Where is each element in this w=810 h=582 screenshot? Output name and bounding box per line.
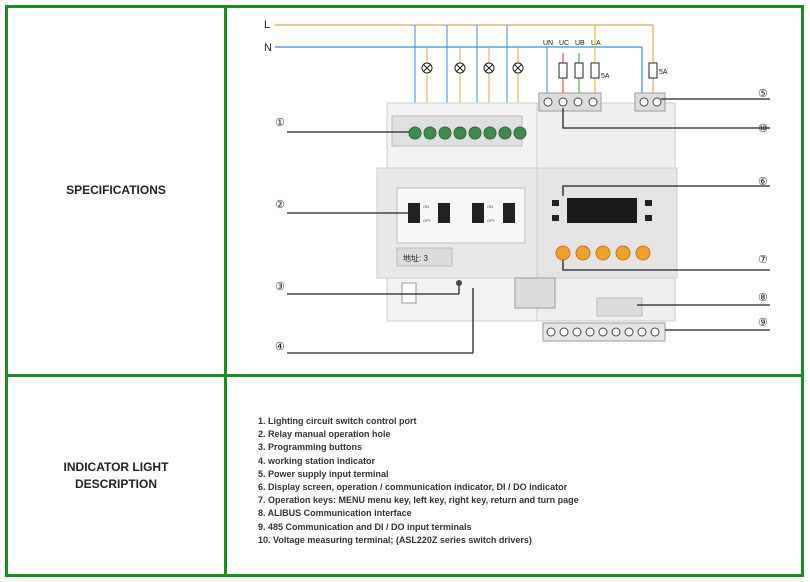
callout-8: ⑧ bbox=[758, 292, 768, 304]
fuse-icon bbox=[574, 62, 584, 79]
menu-key bbox=[555, 245, 571, 261]
callout-7: ⑦ bbox=[758, 254, 768, 266]
fuse-icon bbox=[558, 62, 568, 79]
terminal-label-ub: UB bbox=[575, 40, 585, 47]
list-item: 2. Relay manual operation hole bbox=[258, 429, 391, 440]
callout-6: ⑥ bbox=[758, 176, 768, 188]
control-port-terminals bbox=[408, 126, 527, 140]
svg-text:ON: ON bbox=[423, 204, 429, 209]
return-key bbox=[615, 245, 631, 261]
spec-table: SPECIFICATIONS INDICATOR LIGHT DESCRIPTI… bbox=[5, 5, 804, 577]
indicator-run bbox=[552, 200, 559, 206]
list-item: 3. Programming buttons bbox=[258, 442, 363, 453]
list-item: 6. Display screen, operation / communica… bbox=[258, 482, 568, 493]
list-item: 4. working station indicator bbox=[258, 455, 376, 466]
fuse-label-2: 5A bbox=[659, 69, 668, 76]
programming-button bbox=[401, 282, 417, 304]
display-screen bbox=[567, 198, 637, 223]
list-item: 7. Operation keys: MENU menu key, left k… bbox=[258, 495, 579, 506]
fuse-label-1: 5A bbox=[601, 73, 610, 80]
svg-text:OFF: OFF bbox=[423, 218, 432, 223]
description-list: 1. Lighting circuit switch control port … bbox=[258, 415, 579, 547]
list-item: 10. Voltage measuring terminal; (ASL220Z… bbox=[258, 534, 532, 545]
relay-switch bbox=[503, 203, 515, 223]
callout-2: ② bbox=[275, 199, 285, 211]
list-item: 1. Lighting circuit switch control port bbox=[258, 416, 417, 426]
callout-numbers: ① ② ③ ④ ⑤ ⑥ ⑦ ⑧ ⑨ ⑩ bbox=[275, 88, 768, 353]
address-label: 地址: 3 bbox=[403, 253, 428, 263]
live-line-label: L bbox=[264, 19, 270, 31]
relay-switch bbox=[472, 203, 484, 223]
indicator-light-label-line1: INDICATOR LIGHT bbox=[63, 460, 169, 474]
fuse-icon bbox=[590, 62, 600, 79]
terminal-label-uc: UC bbox=[559, 40, 569, 47]
left-key bbox=[575, 245, 591, 261]
alibus-interface bbox=[596, 297, 643, 317]
station-indicator bbox=[456, 280, 462, 286]
list-item: 5. Power supply input terminal bbox=[258, 468, 389, 479]
callout-3: ③ bbox=[275, 281, 285, 293]
fuse-icon bbox=[648, 62, 658, 79]
indicator-di bbox=[645, 200, 652, 206]
callout-1: ① bbox=[275, 117, 285, 129]
callout-5: ⑤ bbox=[758, 88, 768, 100]
page-key bbox=[635, 245, 651, 261]
callout-10: ⑩ bbox=[758, 123, 768, 135]
relay-switch bbox=[408, 203, 420, 223]
row-divider bbox=[8, 374, 801, 377]
indicator-light-label-line2: DESCRIPTION bbox=[74, 477, 157, 491]
terminal-label-ua: UA bbox=[591, 40, 601, 47]
indicator-do bbox=[645, 215, 652, 221]
neutral-line-label: N bbox=[264, 42, 272, 54]
indicator-light-label: INDICATOR LIGHT DESCRIPTION bbox=[8, 459, 224, 493]
relay-switch bbox=[438, 203, 450, 223]
indicator-comm bbox=[552, 215, 559, 221]
callout-9: ⑨ bbox=[758, 317, 768, 329]
svg-text:OFF: OFF bbox=[487, 218, 496, 223]
specifications-label: SPECIFICATIONS bbox=[66, 183, 166, 197]
list-item: 9. 485 Communication and DI / DO input t… bbox=[258, 521, 472, 532]
svg-text:ON: ON bbox=[487, 204, 493, 209]
right-key bbox=[595, 245, 611, 261]
callout-4: ④ bbox=[275, 341, 285, 353]
device-diagram: L N UN UC UB UA 5A 5A bbox=[264, 19, 770, 354]
terminal-label-un: UN bbox=[543, 40, 553, 47]
callout-lines bbox=[287, 98, 770, 354]
list-item: 8. ALIBUS Communication interface bbox=[258, 508, 412, 519]
column-divider bbox=[224, 8, 227, 574]
